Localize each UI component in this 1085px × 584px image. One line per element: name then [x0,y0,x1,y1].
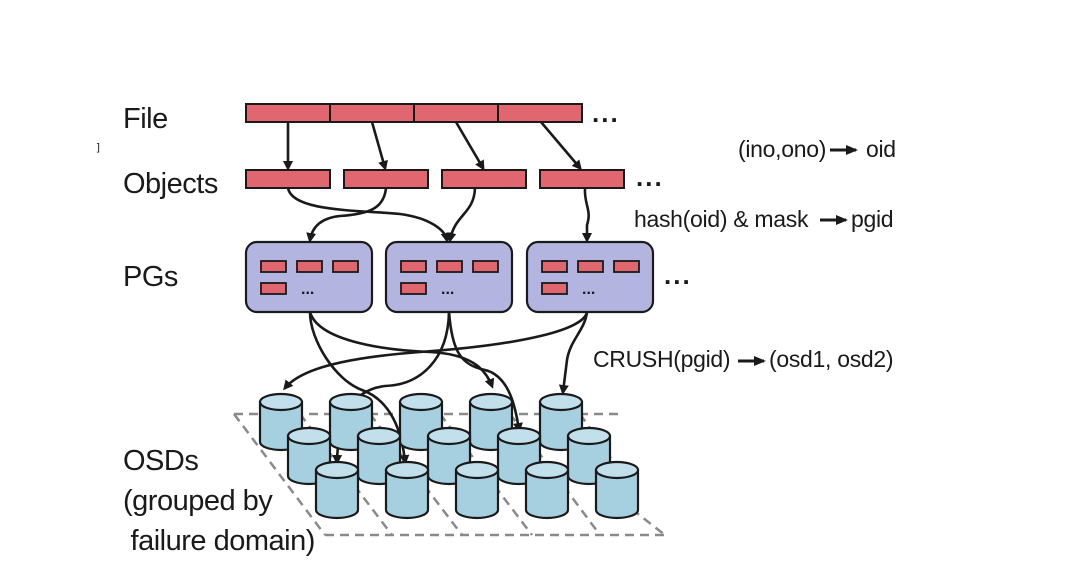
tier-label-pgs: PGs [123,261,178,293]
pg-object [577,260,604,273]
pg-box [384,240,514,314]
pg-object [260,260,287,273]
pgs-ellipsis: ... [664,260,692,290]
annotation-oid: oid [866,136,896,162]
annotation-objects-to-pgs: hash(oid) & mask pgid [634,206,894,232]
grid-edge-left [233,413,326,536]
file-to-object-arrows [283,121,582,171]
tier-label-osds-grouped: (grouped by [123,485,273,517]
osd-body [384,468,430,520]
pg-box [244,240,374,314]
osd-cylinder [384,460,430,520]
objects-ellipsis: ... [636,162,664,192]
annotation-pgid: pgid [851,206,893,232]
osd-top [426,426,472,446]
object-block [441,169,527,189]
objects-row [245,169,625,189]
annotation-hash-mask: hash(oid) & mask [634,206,809,232]
pg-object [400,260,427,273]
arrow-object2-to-pg1 [306,187,388,243]
osd-top [356,426,402,446]
annotation-osd-pair: (osd1, osd2) [769,346,893,372]
arrow-file-seg4-to-object4 [540,121,582,171]
file-segment [245,103,331,123]
osd-top [286,426,332,446]
osd-top [314,460,360,480]
pg-object [613,260,640,273]
placement-group: ... [525,240,655,314]
osd-top [454,460,500,480]
arrow-object4-to-pg3 [582,187,592,243]
file-bar [245,103,583,123]
osd-top [328,392,374,412]
arrow-file-seg2-to-object2 [370,121,388,171]
osd-cluster [258,392,640,520]
osd-cylinder [454,460,500,520]
tier-label-file: File [123,103,168,135]
osd-body [594,468,640,520]
arrow-object1-to-pg2 [286,187,451,243]
pg-inner-ellipsis: ... [441,281,454,298]
osd-top [398,392,444,412]
osd-cylinder [314,460,360,520]
pg-object [260,282,287,295]
osd-top [538,392,584,412]
arrow-pg3-to-osd-b [558,311,589,395]
pg-object [332,260,359,273]
osd-body [314,468,360,520]
osd-body [454,468,500,520]
object-block [343,169,429,189]
file-ellipsis: ... [592,98,620,128]
object-block [245,169,331,189]
pg-object [541,260,568,273]
file-segment [497,103,583,123]
pg-object [541,282,568,295]
osd-body [524,468,570,520]
placement-group: ... [244,240,374,314]
pg-inner-ellipsis: ... [301,281,314,298]
pg-inner-ellipsis: ... [582,281,595,298]
tier-label-osds-failure-domain: failure domain) [123,525,315,557]
arrow-pg3-to-osd-a [283,311,589,391]
annotation-pgs-to-osds: CRUSH(pgid) (osd1, osd2) [593,346,894,372]
object-to-pg-arrows [286,187,592,243]
osd-top [496,426,542,446]
grid-edge-right [619,499,666,536]
pg-object [400,282,427,295]
placement-group: ... [384,240,514,314]
file-segment [413,103,499,123]
arrow-object3-to-pg2 [446,187,477,243]
tier-label-osds: OSDs [123,445,198,477]
text-cursor-artifact: ] [95,141,102,154]
osd-top [594,460,640,480]
annotation-ino-ono: (ino,ono) [738,136,826,162]
pg-box [525,240,655,314]
osd-top [468,392,514,412]
osd-cylinder [524,460,570,520]
arrow-file-seg3-to-object3 [454,121,485,171]
osd-top [524,460,570,480]
pg-object [472,260,499,273]
arrow-pg2-to-osd-b [447,311,523,433]
object-block [539,169,625,189]
pg-object [296,260,323,273]
pgs-row: ......... [244,240,655,314]
tier-label-objects: Objects [123,168,218,200]
annotation-file-to-objects: (ino,ono) oid [738,136,896,162]
osd-top [258,392,304,412]
osd-cylinder [594,460,640,520]
annotation-crush: CRUSH(pgid) [593,346,730,372]
pg-object [436,260,463,273]
file-segment [329,103,415,123]
osd-top [566,426,612,446]
osd-top [384,460,430,480]
